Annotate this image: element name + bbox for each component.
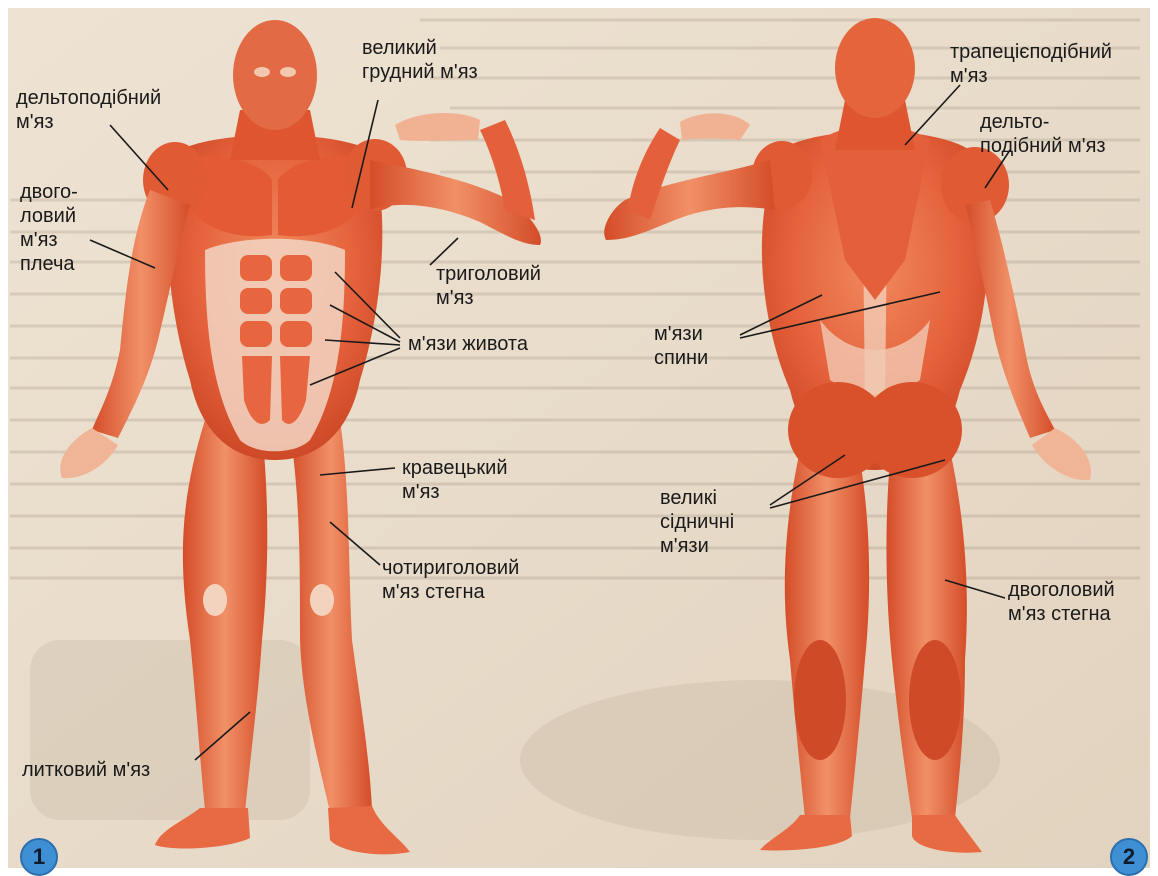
- label-front-pectoral: великий грудний м'яз: [362, 36, 478, 84]
- label-front-deltoid: дельтоподібний м'яз: [16, 86, 161, 134]
- label-front-sartorius: кравецький м'яз: [402, 456, 508, 504]
- label-front-abdominal: м'язи живота: [408, 332, 528, 356]
- figure-number-badge-back: 2: [1110, 838, 1148, 876]
- figure-number-badge-front: 1: [20, 838, 58, 876]
- label-back-muscles: м'язи спини: [654, 322, 708, 370]
- label-front-quadriceps: чотириголовий м'яз стегна: [382, 556, 519, 604]
- label-back-trapezius: трапецієподібний м'яз: [950, 40, 1112, 88]
- label-back-gluteus: великі сідничні м'язи: [660, 486, 734, 558]
- label-front-calf: литковий м'яз: [22, 758, 150, 782]
- label-back-deltoid: дельто- подібний м'яз: [980, 110, 1106, 158]
- label-front-biceps: двого- ловий м'яз плеча: [20, 180, 78, 276]
- label-back-hamstring: двоголовий м'яз стегна: [1008, 578, 1115, 626]
- label-front-triceps: триголовий м'яз: [436, 262, 541, 310]
